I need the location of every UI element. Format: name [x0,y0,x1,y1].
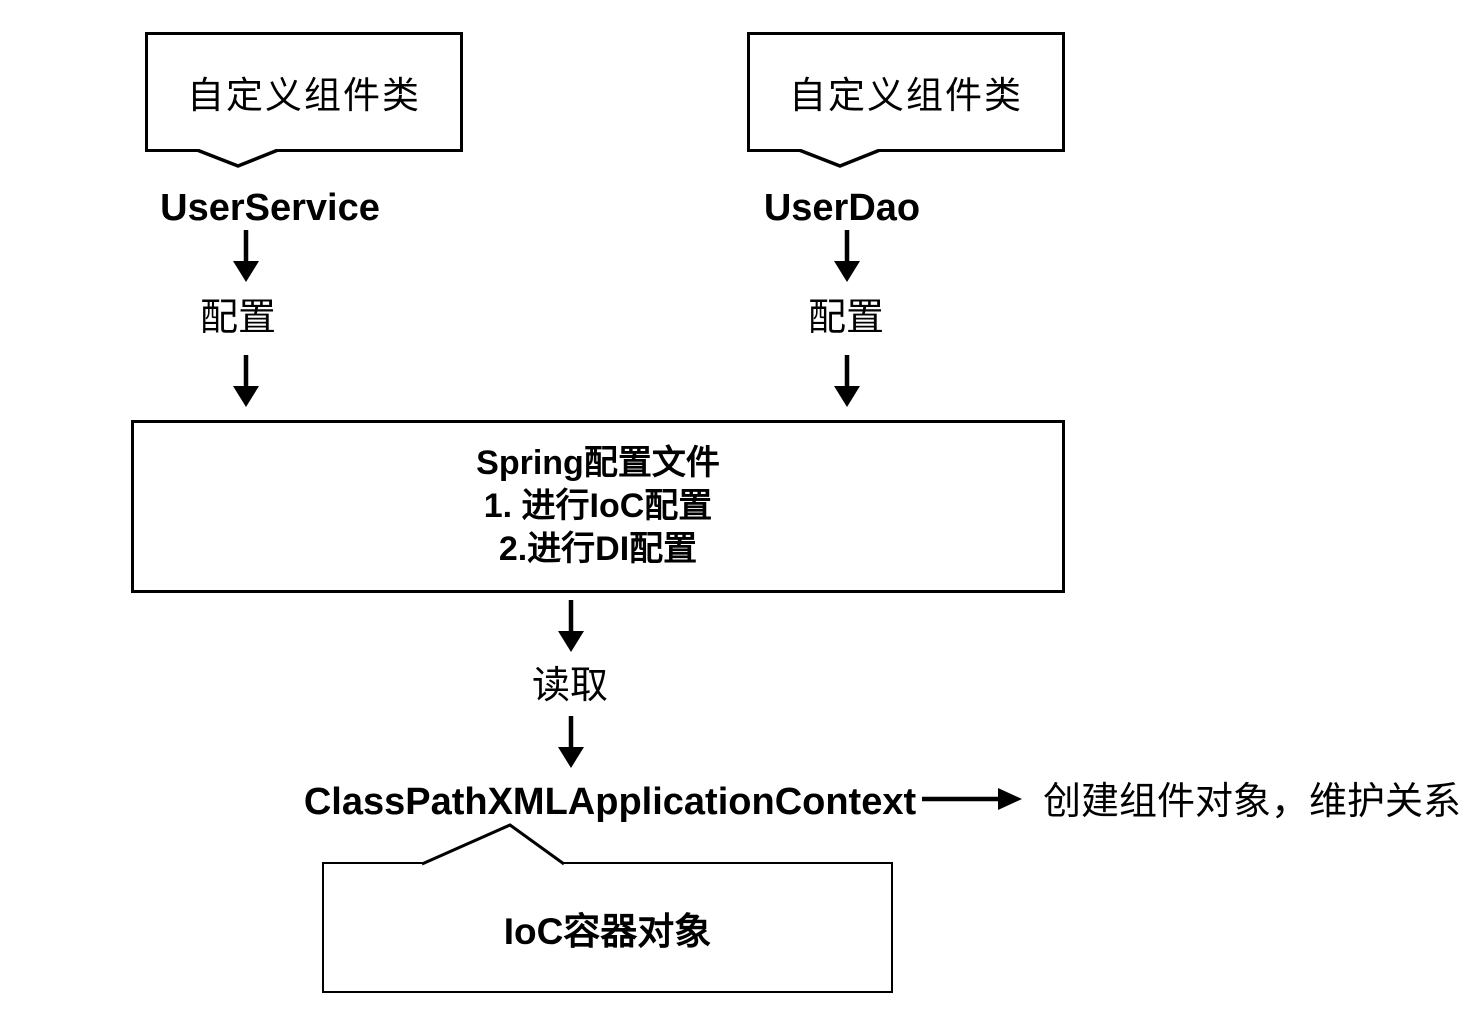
down-arrow-icon [834,355,860,407]
userdao-class-label: UserDao [763,187,921,229]
spring-config-item-ioc: 1. 进行IoC配置 [483,487,713,525]
custom-component-box-left-label: 自定义组件类 [187,76,421,117]
custom-component-box-right-label: 自定义组件类 [789,76,1023,117]
callout-notch-down-icon [798,149,881,168]
down-arrow-icon [834,230,860,282]
classpathxmlapplicationcontext-label: ClassPathXMLApplicationContext [303,781,917,823]
down-arrow-icon [558,716,584,768]
userservice-class-label: UserService [160,187,380,229]
right-arrow-icon [922,788,1022,810]
callout-notch-down-icon [196,149,279,168]
configure-label-left: 配置 [199,297,276,339]
custom-component-box-right: 自定义组件类 [747,32,1065,152]
create-components-result-label: 创建组件对象，维护关系 [1043,781,1462,823]
configure-label-right: 配置 [807,297,884,339]
callout-notch-up-icon [421,823,565,866]
ioc-container-box: IoC容器对象 [322,862,893,993]
down-arrow-icon [558,600,584,652]
spring-config-title: Spring配置文件 [476,444,720,482]
down-arrow-icon [233,230,259,282]
custom-component-box-left: 自定义组件类 [145,32,463,152]
spring-config-item-di: 2.进行DI配置 [498,530,698,568]
read-label: 读取 [531,665,608,707]
ioc-container-box-label: IoC容器对象 [503,910,712,952]
spring-config-file-box: Spring配置文件 1. 进行IoC配置 2.进行DI配置 [131,420,1065,593]
down-arrow-icon [233,355,259,407]
